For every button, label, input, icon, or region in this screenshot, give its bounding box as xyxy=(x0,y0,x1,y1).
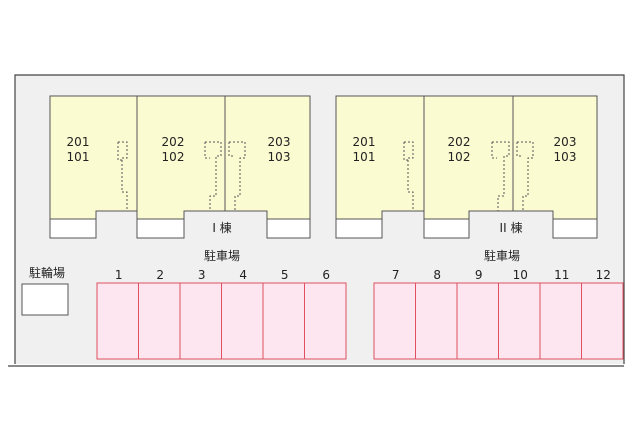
unit-number-upper: 202 xyxy=(448,135,471,149)
parking-space xyxy=(304,282,347,360)
parking-space xyxy=(539,282,582,360)
parking-space xyxy=(456,282,499,360)
parking-space-number: 12 xyxy=(596,268,611,282)
building-2: 201 101 202 102 203 103 II 棟 xyxy=(335,95,598,239)
parking-space-number: 4 xyxy=(239,268,247,282)
parking-space-number: 5 xyxy=(281,268,289,282)
unit-number-lower: 101 xyxy=(67,150,90,164)
parking-space-number: 7 xyxy=(392,268,400,282)
parking-space xyxy=(138,282,181,360)
unit-number-upper: 203 xyxy=(268,135,291,149)
parking-space-number: 1 xyxy=(115,268,123,282)
lot-boundary xyxy=(8,74,625,367)
balcony xyxy=(49,218,97,239)
balcony xyxy=(136,218,185,239)
staircase-outline xyxy=(228,141,246,211)
bicycle-parking-area xyxy=(21,283,69,316)
parking-space-number: 10 xyxy=(513,268,528,282)
building-label: I 棟 xyxy=(212,220,231,235)
unit-number-upper: 203 xyxy=(554,135,577,149)
staircase-outline xyxy=(204,141,222,211)
parking-lot-1: 1 2 3 4 5 6 xyxy=(96,268,347,360)
parking-space-number: 6 xyxy=(322,268,330,282)
unit-number-upper: 201 xyxy=(353,135,376,149)
parking-label: 駐車場 xyxy=(484,248,520,263)
balcony xyxy=(266,218,311,239)
staircase-outline xyxy=(117,141,128,211)
parking-space xyxy=(498,282,541,360)
bicycle-parking-label: 駐輪場 xyxy=(29,265,65,280)
staircase-outline xyxy=(516,141,534,211)
unit-number-lower: 102 xyxy=(448,150,471,164)
parking-label: 駐車場 xyxy=(204,248,240,263)
unit-number-lower: 103 xyxy=(554,150,577,164)
balcony xyxy=(335,218,383,239)
parking-space xyxy=(373,282,416,360)
parking-space xyxy=(262,282,305,360)
unit-number-upper: 202 xyxy=(162,135,185,149)
parking-space-number: 8 xyxy=(433,268,441,282)
parking-space xyxy=(581,282,624,360)
building-1: 201 101 202 102 203 103 I 棟 xyxy=(49,95,311,239)
parking-space xyxy=(179,282,222,360)
balcony xyxy=(552,218,598,239)
parking-space xyxy=(415,282,458,360)
staircase-outline xyxy=(491,141,510,211)
unit-number-lower: 101 xyxy=(353,150,376,164)
staircase-outline xyxy=(403,141,414,211)
building-label: II 棟 xyxy=(500,220,523,235)
parking-space xyxy=(96,282,139,360)
parking-space-number: 2 xyxy=(156,268,164,282)
unit-number-lower: 103 xyxy=(268,150,291,164)
unit-number-lower: 102 xyxy=(162,150,185,164)
unit-number-upper: 201 xyxy=(67,135,90,149)
parking-space-number: 9 xyxy=(475,268,483,282)
parking-lot-2: 7 8 9 10 11 12 xyxy=(373,268,624,360)
parking-space xyxy=(221,282,264,360)
parking-space-number: 11 xyxy=(554,268,569,282)
balcony xyxy=(423,218,470,239)
parking-space-number: 3 xyxy=(198,268,206,282)
